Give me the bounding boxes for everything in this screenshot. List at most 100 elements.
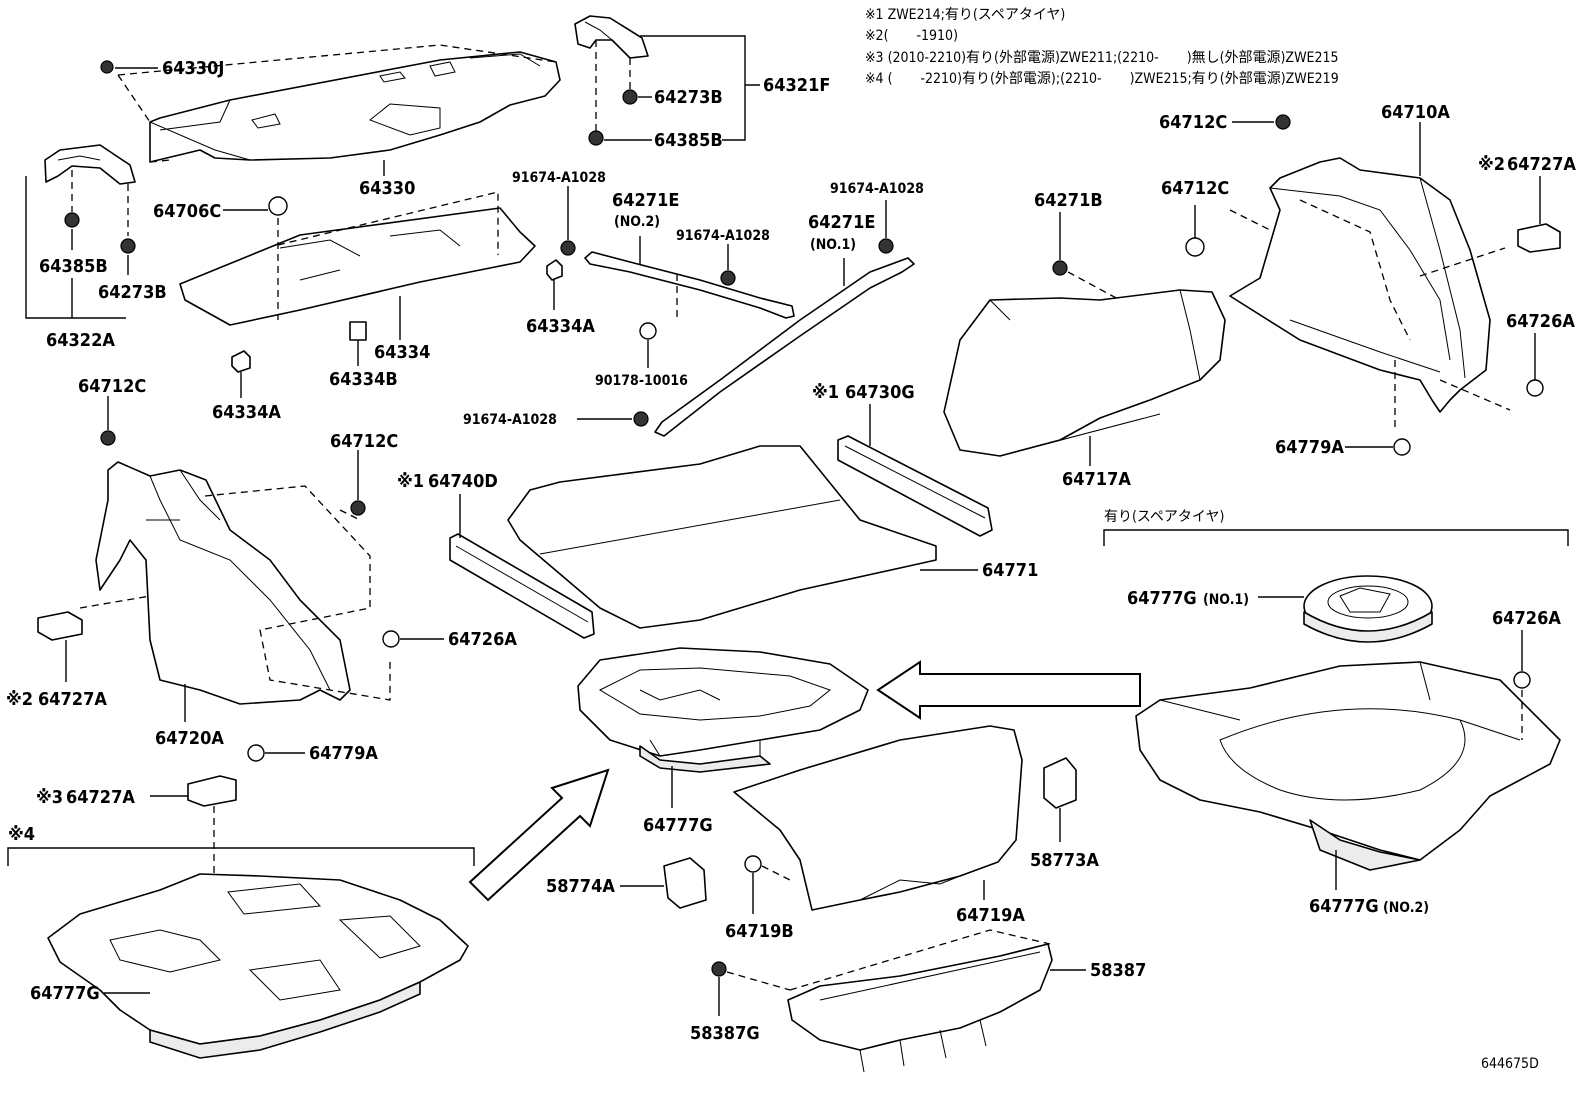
applicability-notes: ※1 ZWE214;有り(スペアタイヤ) ※2( -1910) ※3 (2010…: [865, 7, 1339, 87]
luggage-box-64777G-center: [577, 647, 869, 773]
label-64330J: 64330J: [162, 58, 224, 79]
arrow-up-right-icon: [468, 768, 610, 902]
bolt-icon: [720, 270, 736, 286]
clip-icon: [1526, 379, 1544, 397]
label-64271E-no1-sub: (NO.1): [810, 237, 856, 253]
brace-64271E-no2: [584, 251, 795, 319]
scuff-plate-58387: [787, 943, 1053, 1073]
side-trim-right-64710A: [1229, 157, 1491, 413]
luggage-box-64777G-no2: [1135, 661, 1561, 871]
label-64730G: 64730G: [845, 382, 915, 403]
clip-icon: [100, 60, 114, 74]
label-91674-a: 91674-A1028: [512, 170, 606, 186]
bolt-icon: [878, 238, 894, 254]
clip-icon: [1513, 671, 1531, 689]
label-91674-b: 91674-A1028: [676, 228, 770, 244]
label-64385B-top: 64385B: [654, 130, 723, 151]
package-tray-trim-64330: [149, 51, 561, 163]
floor-mat-64771: [507, 445, 937, 629]
pad-64727A-left: [37, 611, 83, 641]
strip-64740D: [449, 533, 595, 639]
label-64712C-left: 64712C: [78, 376, 146, 397]
label-64719A: 64719A: [956, 905, 1025, 926]
clip-64273B-icon: [622, 89, 638, 105]
label-64385B-left: 64385B: [39, 256, 108, 277]
label-64727A-left: 64727A: [38, 689, 107, 710]
label-64777G-no1: 64777G: [1127, 588, 1197, 609]
luggage-box-64777G-bottomleft: [47, 873, 469, 1059]
pad-64727A-bottom: [187, 775, 237, 807]
clip-icon: [247, 744, 265, 762]
clip-64706C-icon: [268, 196, 288, 216]
clip-icon: [120, 238, 136, 254]
label-64777G-no2: 64777G: [1309, 896, 1379, 917]
arrow-left-icon: [876, 660, 1141, 720]
pad-64727A-right: [1517, 223, 1561, 253]
note-3: ※3 (2010-2210)有り(外部電源)ZWE211;(2210- )無し(…: [865, 50, 1339, 66]
clip-icon: [1275, 114, 1291, 130]
label-64719B: 64719B: [725, 921, 794, 942]
bracket-64321F: [574, 15, 649, 59]
spare-holder-64777G-no1: [1303, 575, 1433, 643]
clip-icon: [382, 630, 400, 648]
label-64727A-right-mark: ※2: [1478, 154, 1505, 175]
label-64726A-left: 64726A: [448, 629, 517, 650]
bolt-icon: [633, 411, 649, 427]
label-64777G-bottomleft: 64777G: [30, 983, 100, 1004]
label-64777G-no1-sub: (NO.1): [1203, 592, 1249, 608]
label-64273B-top: 64273B: [654, 87, 723, 108]
label-64321F: 64321F: [763, 75, 830, 96]
label-spare-group: 有り(スペアタイヤ): [1104, 509, 1224, 525]
label-64273B-left: 64273B: [98, 282, 167, 303]
label-64334: 64334: [374, 342, 430, 363]
label-90178: 90178-10016: [595, 373, 688, 389]
clip-64385B-icon: [588, 130, 604, 146]
label-64777G-no2-sub: (NO.2): [1383, 900, 1429, 916]
strip-64730G: [837, 435, 993, 537]
label-64777G-center: 64777G: [643, 815, 713, 836]
label-91674-d: 91674-A1028: [830, 181, 924, 197]
group-4-bracket: [7, 847, 475, 866]
label-64771: 64771: [982, 560, 1038, 581]
clip-icon: [1393, 438, 1411, 456]
silencer-pad-64334: [179, 207, 536, 326]
label-group4-mark: ※4: [8, 824, 35, 845]
label-64271E-no2: 64271E: [612, 190, 679, 211]
cover-64719A: [733, 725, 1023, 911]
clip-icon: [64, 212, 80, 228]
clip-icon: [350, 500, 366, 516]
label-64710A: 64710A: [1381, 102, 1450, 123]
label-64740D: 64740D: [428, 471, 498, 492]
label-64726A-spare: 64726A: [1492, 608, 1561, 629]
brace-64271E-no1: [654, 257, 915, 437]
spare-group-bracket: [1103, 529, 1569, 546]
label-64322A: 64322A: [46, 330, 115, 351]
note-1: ※1 ZWE214;有り(スペアタイヤ): [865, 7, 1065, 23]
label-58774A: 58774A: [546, 876, 615, 897]
nut-icon: [639, 322, 657, 340]
label-64271E-no2-sub: (NO.2): [614, 214, 660, 230]
clip-icon: [711, 961, 727, 977]
label-64740D-mark: ※1: [397, 471, 424, 492]
pad-64334B: [349, 321, 367, 341]
clip-icon: [1185, 237, 1205, 257]
label-64727A-bottom: 64727A: [66, 787, 135, 808]
label-91674-c: 91674-A1028: [463, 412, 557, 428]
label-64717A: 64717A: [1062, 469, 1131, 490]
diagram-id: 644675D: [1481, 1056, 1539, 1072]
label-58387G: 58387G: [690, 1023, 760, 1044]
side-trim-left-64720A: [95, 461, 351, 705]
label-64334B: 64334B: [329, 369, 398, 390]
label-58387: 58387: [1090, 960, 1146, 981]
clip-icon: [1052, 260, 1068, 276]
label-64712C-topright: 64712C: [1159, 112, 1227, 133]
label-64730G-mark: ※1: [812, 382, 839, 403]
bracket-64322A: [44, 144, 136, 185]
label-64712C-right2: 64712C: [1161, 178, 1229, 199]
label-64330: 64330: [359, 178, 415, 199]
bracket-58774A: [663, 857, 707, 909]
clip-icon: [744, 855, 762, 873]
label-64779A-right: 64779A: [1275, 437, 1344, 458]
label-64271E-no1: 64271E: [808, 212, 875, 233]
